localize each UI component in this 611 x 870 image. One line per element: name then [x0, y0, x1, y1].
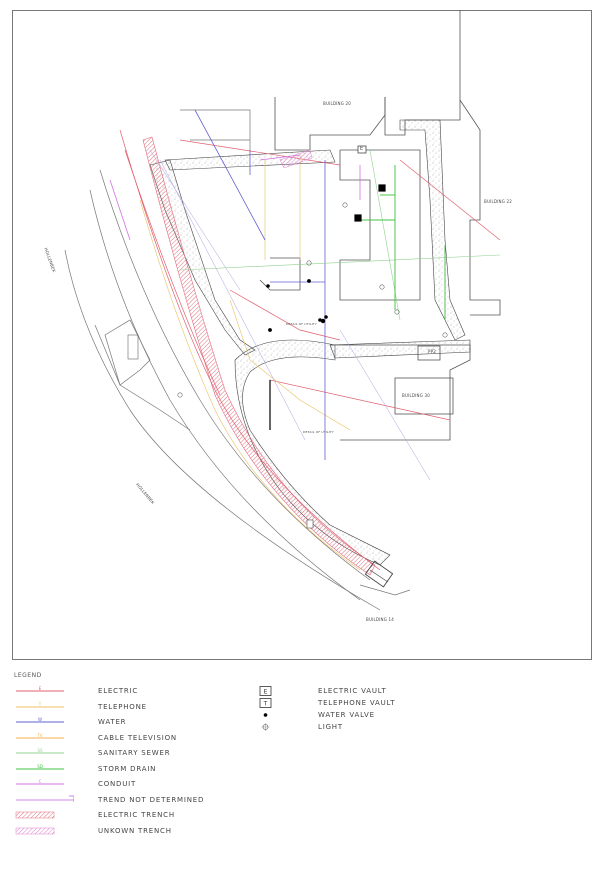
legend: LEGEND E ELECTRIC T TELEPHONE W WATER TV CABLE … — [14, 668, 594, 868]
legend-line-symbol — [15, 811, 55, 819]
legend-symbol-item: E ELECTRIC VAULT — [258, 685, 387, 697]
svg-text:SS: SS — [37, 748, 43, 753]
svg-text:T: T — [263, 701, 268, 708]
svg-text:T: T — [38, 702, 42, 707]
legend-line-symbol: SS — [16, 748, 64, 754]
vault-icon: E — [259, 686, 272, 696]
building-14-label: BUILDING 14 — [366, 617, 394, 622]
svg-text:W: W — [38, 717, 42, 722]
legend-line-symbol: SD — [16, 764, 64, 769]
legend-symbol-item: LIGHT — [258, 721, 343, 733]
building-20-label: BUILDING 20 — [323, 101, 351, 106]
legend-symbol-label: ELECTRIC VAULT — [318, 687, 387, 695]
legend-line-symbol: T — [16, 702, 64, 707]
legend-line-symbol: C — [16, 779, 64, 785]
unknown-trench-patch — [279, 149, 313, 169]
sidewalks — [149, 119, 471, 566]
electric-trench-band — [142, 136, 376, 576]
building-14-structure — [364, 560, 394, 588]
legend-line-label: TREND NOT DETERMINED — [98, 795, 205, 804]
svg-text:E: E — [39, 686, 42, 691]
legend-line-item: SS SANITARY SEWER — [14, 747, 170, 759]
trend-lines — [149, 149, 431, 481]
electric-vault-icon — [357, 145, 367, 154]
legend-symbol-label: LIGHT — [318, 723, 343, 731]
legend-line-label: CONDUIT — [98, 780, 137, 788]
svg-text:SD: SD — [37, 764, 43, 769]
legend-line-item: E ELECTRIC — [14, 685, 138, 697]
svg-text:TV: TV — [36, 733, 42, 738]
light-icon — [261, 723, 270, 731]
legend-line-label: ELECTRIC — [98, 687, 139, 695]
map-electric-vault-mark: E — [360, 146, 364, 152]
legend-line-item: W WATER — [14, 716, 126, 728]
legend-line-symbol: W — [16, 717, 64, 723]
legend-line-label: UNKOWN TRENCH — [98, 826, 172, 835]
legend-line-label: TELEPHONE — [98, 702, 147, 711]
conduit-lines — [109, 154, 361, 241]
legend-symbol-label: TELEPHONE VAULT — [318, 699, 396, 707]
rect-tag-label: PP2 — [428, 349, 436, 354]
legend-symbol-item: T TELEPHONE VAULT — [258, 697, 395, 709]
legend-line-item: SD STORM DRAIN — [14, 763, 156, 775]
legend-title: LEGEND — [14, 672, 42, 679]
legend-line-item: T TELEPHONE — [14, 701, 147, 713]
legend-line-symbol — [16, 795, 74, 802]
legend-line-item: TV CABLE TELEVISION — [14, 732, 177, 744]
water-lines — [194, 109, 326, 460]
legend-line-symbol: E — [16, 686, 64, 692]
storm-drain-lines — [360, 165, 446, 320]
light-icons — [177, 202, 448, 398]
utility-notation-a: DETAIL OF UTILITY — [286, 322, 317, 326]
vault-icon: T — [259, 698, 272, 708]
black-features — [266, 184, 386, 430]
building-outlines — [259, 10, 501, 441]
legend-line-item: C CONDUIT — [14, 778, 136, 790]
legend-line-label: ELECTRIC TRENCH — [98, 811, 175, 819]
svg-text:C: C — [39, 779, 42, 784]
legend-line-label: STORM DRAIN — [98, 764, 157, 773]
legend-symbol-item: WATER VALVE — [258, 709, 375, 721]
electric-lines — [119, 129, 501, 571]
legend-line-item: ELECTRIC TRENCH — [14, 809, 175, 821]
map-frame — [12, 10, 592, 660]
svg-text:E: E — [264, 689, 268, 696]
legend-line-symbol — [15, 827, 55, 834]
building-30-label: BUILDING 30 — [402, 393, 430, 398]
utility-notation-b: DETAIL OF UTILITY — [303, 430, 334, 434]
legend-line-item: UNKOWN TRENCH — [14, 825, 172, 837]
legend-symbol-label: WATER VALVE — [318, 711, 375, 719]
legend-line-label: SANITARY SEWER — [98, 749, 171, 757]
legend-line-symbol: TV — [16, 733, 64, 738]
legend-line-label: WATER — [98, 718, 127, 726]
road-curbs — [64, 109, 411, 611]
legend-line-item: TREND NOT DETERMINED — [14, 794, 204, 806]
building-22-label: BUILDING 22 — [484, 199, 512, 204]
legend-line-label: CABLE TELEVISION — [98, 733, 177, 742]
water-valve-icon — [263, 713, 268, 717]
